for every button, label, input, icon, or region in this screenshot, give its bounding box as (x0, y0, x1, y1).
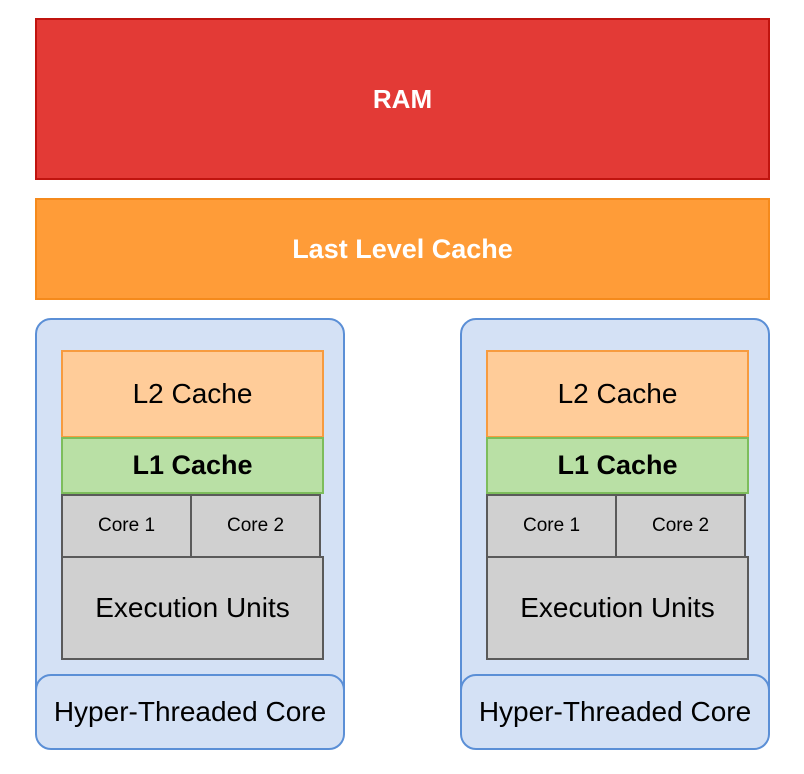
l2-cache-label: L2 Cache (557, 378, 678, 409)
execution-units-label: Execution Units (520, 592, 715, 623)
last-level-cache-block: Last Level Cache (35, 198, 770, 300)
core-1-block: Core 1 (61, 494, 192, 558)
l2-cache-label: L2 Cache (132, 378, 253, 409)
l2-cache-block: L2 Cache (486, 350, 749, 438)
core-1-label: Core 1 (522, 515, 581, 536)
l1-cache-label: L1 Cache (557, 450, 678, 480)
hyper-threaded-core-left: L2 Cache L1 Cache Core 1 Core 2 Executio… (35, 318, 345, 750)
hyper-threaded-core-label: Hyper-Threaded Core (53, 696, 327, 727)
core-2-label: Core 2 (226, 515, 285, 536)
l2-cache-block: L2 Cache (61, 350, 324, 438)
core-2-block: Core 2 (190, 494, 321, 558)
hyper-threaded-core-label-box: Hyper-Threaded Core (35, 674, 345, 750)
core-1-label: Core 1 (97, 515, 156, 536)
hyper-threaded-core-label: Hyper-Threaded Core (478, 696, 752, 727)
ram-block: RAM (35, 18, 770, 180)
hyper-threaded-core-label-box: Hyper-Threaded Core (460, 674, 770, 750)
last-level-cache-label: Last Level Cache (292, 233, 513, 264)
ram-label: RAM (372, 83, 433, 114)
hyper-threaded-core-right: L2 Cache L1 Cache Core 1 Core 2 Executio… (460, 318, 770, 750)
execution-units-block: Execution Units (486, 556, 749, 660)
l1-cache-block: L1 Cache (61, 437, 324, 494)
l1-cache-block: L1 Cache (486, 437, 749, 494)
core-2-block: Core 2 (615, 494, 746, 558)
core-1-block: Core 1 (486, 494, 617, 558)
core-2-label: Core 2 (651, 515, 710, 536)
execution-units-block: Execution Units (61, 556, 324, 660)
l1-cache-label: L1 Cache (132, 450, 253, 480)
execution-units-label: Execution Units (95, 592, 290, 623)
